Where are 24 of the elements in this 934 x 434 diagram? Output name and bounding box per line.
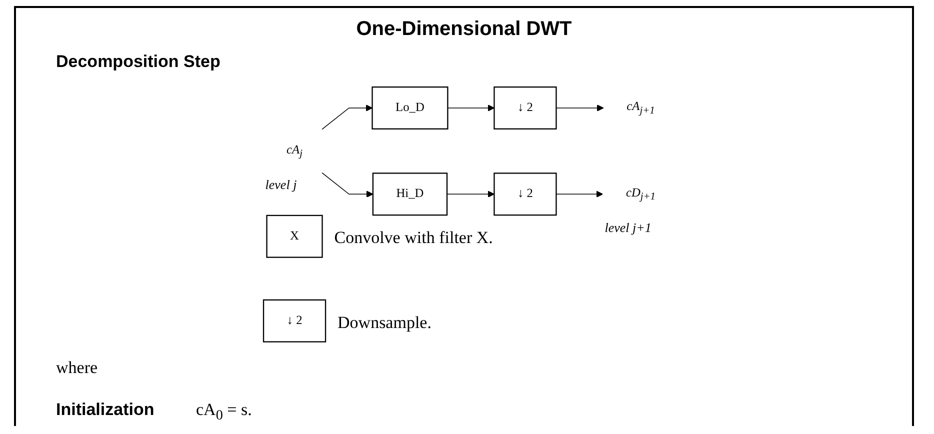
- node-text: cA$_{j+1}$: [626, 100, 655, 116]
- diagram-title: One-Dimensional DWT: [355, 18, 573, 41]
- node-box: ↓ 2: [494, 86, 557, 130]
- note-text: where: [56, 358, 98, 378]
- arrow: [446, 190, 495, 198]
- arrow: [556, 190, 604, 198]
- node-box: ↓ 2: [262, 299, 326, 342]
- node-box: Lo_D: [372, 86, 448, 130]
- node-box: Hi_D: [372, 172, 448, 216]
- section-heading: Initialization: [56, 400, 154, 420]
- node-text: cD$_{j+1}$: [626, 186, 656, 202]
- arrow: [556, 104, 604, 112]
- node-box: X: [266, 214, 323, 258]
- legend-text: Downsample.: [338, 312, 432, 333]
- level-caption: level j+1: [604, 220, 652, 236]
- node-text: cA$_{j}$: [286, 143, 302, 159]
- arrow: [447, 104, 495, 112]
- arrow: [322, 172, 374, 198]
- arrow: [322, 104, 373, 130]
- section-heading: Decomposition Step: [56, 52, 220, 72]
- node-box: ↓ 2: [494, 172, 557, 216]
- level-caption: level j: [265, 176, 297, 193]
- legend-text: Convolve with filter X.: [334, 228, 493, 248]
- formula-text: cA$_{0}$ = s.: [196, 400, 252, 424]
